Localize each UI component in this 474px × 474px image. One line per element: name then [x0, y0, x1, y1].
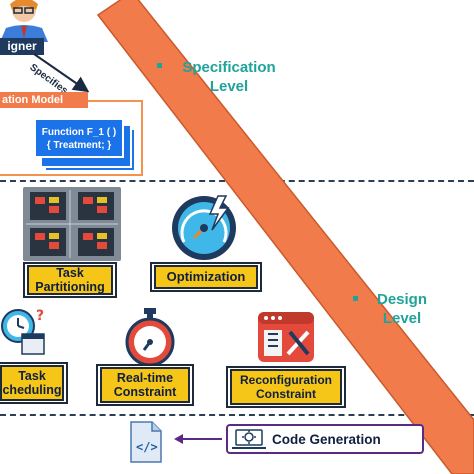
model-tab: ation Model — [0, 92, 88, 108]
code-output-arrow-icon — [174, 434, 222, 444]
function-card-front: Function F_1 ( ) { Treatment; } — [34, 118, 124, 158]
optimization-box: Optimization — [154, 265, 258, 289]
model-tab-label: ation Model — [2, 94, 64, 106]
stopwatch-icon — [125, 308, 175, 366]
task-scheduling-box: Task cheduling — [0, 365, 64, 401]
svg-text:</>: </> — [136, 440, 158, 454]
specification-level-label: Specification Level — [182, 59, 276, 95]
designer-avatar-icon — [0, 0, 48, 42]
designer-label-text: igner — [7, 39, 37, 53]
svg-text:?: ? — [36, 308, 44, 324]
code-generation-label: Code Generation — [272, 431, 381, 447]
level-separator-bottom — [0, 414, 474, 416]
speedometer-icon — [172, 195, 236, 260]
specifies-arrow-icon — [33, 53, 90, 93]
gear-laptop-icon — [232, 429, 266, 449]
task-partitioning-box: Task Partitioning — [27, 265, 113, 295]
realtime-constraint-box: Real-time Constraint — [100, 367, 190, 403]
specification-level-bullet — [157, 63, 162, 68]
design-level-bullet — [353, 296, 358, 301]
designer-label: igner — [0, 38, 44, 55]
design-level-label: Design Level — [376, 291, 427, 327]
clock-calendar-icon: ? — [1, 308, 45, 355]
reconfiguration-constraint-box: Reconfiguration Constraint — [230, 369, 342, 405]
tools-settings-icon — [258, 312, 314, 362]
function-signature: Function F_1 ( ) — [41, 127, 117, 138]
processor-grid-icon — [23, 187, 121, 261]
code-generation-box: Code Generation — [226, 424, 424, 454]
function-body: { Treatment; } — [46, 140, 112, 151]
code-file-icon: </> — [130, 421, 162, 463]
